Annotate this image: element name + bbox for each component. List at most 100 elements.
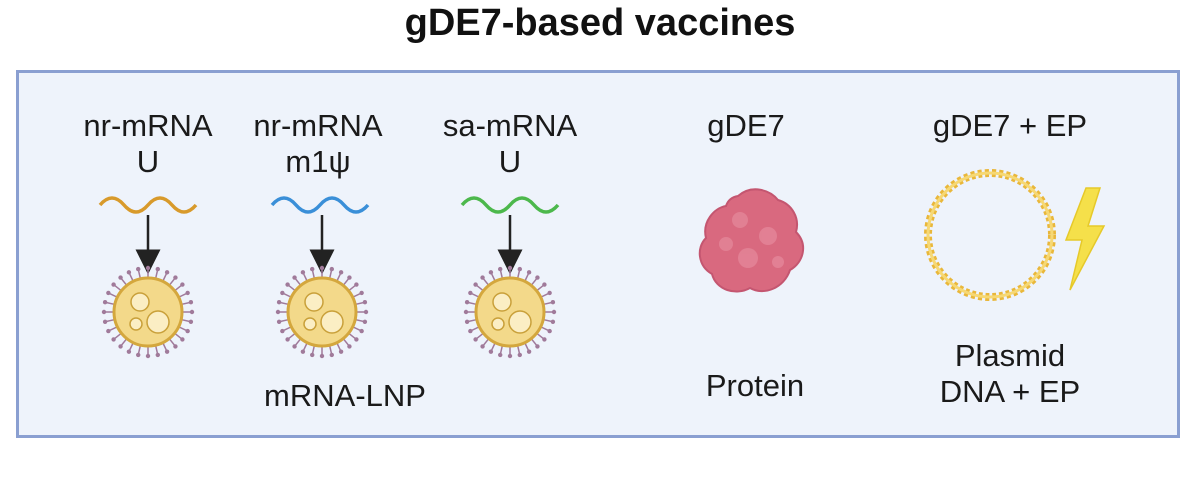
column-2-label-line1: nr-mRNA bbox=[253, 108, 383, 143]
lnp-spike-tip bbox=[276, 300, 282, 305]
lnp-spike-tip bbox=[473, 337, 478, 342]
lnp-spike-tip bbox=[173, 275, 178, 280]
lnp-spike-tip bbox=[101, 309, 107, 315]
lnp-spike-tip bbox=[526, 270, 532, 275]
lnp-spike-tip bbox=[118, 344, 123, 349]
lnp-spike-tip bbox=[347, 275, 352, 280]
lnp-spike-tip bbox=[535, 275, 540, 280]
lnp-spike-tip bbox=[173, 344, 178, 349]
lnp-spike-tip bbox=[468, 290, 473, 296]
lnp-spike-tip bbox=[126, 349, 132, 354]
lnp-particle-1 bbox=[101, 265, 195, 359]
lnp-spike-tip bbox=[473, 282, 478, 287]
lnp-spike-tip bbox=[102, 300, 108, 305]
lnp-spike-tip bbox=[362, 300, 368, 305]
lnp-spike-tip bbox=[300, 349, 306, 354]
plasmid-label-line2: DNA + EP bbox=[939, 374, 1081, 409]
lnp-spike-tip bbox=[292, 275, 297, 280]
mrna-wave-1 bbox=[98, 196, 198, 214]
lnp-spike-tip bbox=[347, 344, 352, 349]
column-1-label-line1: nr-mRNA bbox=[83, 108, 213, 143]
lnp-spike-tip bbox=[535, 344, 540, 349]
lnp-spike-tip bbox=[507, 353, 513, 359]
lnp-spike-tip bbox=[542, 282, 547, 287]
lnp-spike-tip bbox=[363, 309, 369, 315]
lnp-spike-tip bbox=[480, 344, 485, 349]
plasmid-label: Plasmid DNA + EP bbox=[890, 338, 1130, 410]
lnp-spike-tip bbox=[338, 349, 344, 354]
lnp-spike-tip bbox=[319, 265, 325, 271]
lnp-spike-tip bbox=[464, 300, 470, 305]
lnp-spike-tip bbox=[517, 352, 522, 358]
protein-texture bbox=[719, 212, 784, 268]
lnp-spike-tip bbox=[551, 309, 557, 315]
lnp-spike-tip bbox=[300, 270, 306, 275]
lnp-spike-tip bbox=[550, 319, 556, 324]
lnp-spike-tip bbox=[463, 309, 469, 315]
lnp-spike-tip bbox=[507, 265, 513, 271]
lnp-spike-tip bbox=[136, 352, 141, 358]
lnp-spike-tip bbox=[359, 290, 364, 296]
lnp-spike-tip bbox=[285, 282, 290, 287]
lnp-spike-tip bbox=[354, 282, 359, 287]
lnp-spike-tip bbox=[155, 352, 160, 358]
vaccine-panel bbox=[16, 70, 1180, 438]
lnp-spike-tip bbox=[180, 337, 185, 342]
column-1-label: nr-mRNA U bbox=[48, 108, 248, 180]
lnp-spike-tip bbox=[292, 344, 297, 349]
lnp-spike-tip bbox=[310, 352, 315, 358]
lnp-spike-tip bbox=[488, 349, 494, 354]
lnp-spike-tip bbox=[275, 309, 281, 315]
lnp-spike-tip bbox=[338, 270, 344, 275]
lnp-spike-tip bbox=[126, 270, 132, 275]
lnp-spike-tip bbox=[188, 319, 194, 324]
lnp-particle-2 bbox=[275, 265, 369, 359]
plasmid-icon bbox=[924, 169, 1056, 301]
lnp-spike-tip bbox=[488, 270, 494, 275]
protein-header: gDE7 bbox=[707, 108, 785, 143]
lnp-spike-tip bbox=[354, 337, 359, 342]
lnp-spike-tip bbox=[464, 319, 470, 324]
lnp-spike-tip bbox=[280, 290, 285, 296]
lnp-spike-tip bbox=[106, 328, 111, 334]
lnp-spike-tip bbox=[164, 270, 170, 275]
lnp-spike-tip bbox=[102, 319, 108, 324]
lnp-spike-tip bbox=[164, 349, 170, 354]
column-3-label: sa-mRNA U bbox=[410, 108, 610, 180]
lnp-spike-tip bbox=[145, 353, 151, 359]
column-1-label-line2: U bbox=[136, 144, 160, 179]
lnp-spike-tip bbox=[145, 265, 151, 271]
lnp-spike-tip bbox=[155, 266, 160, 272]
lnp-spike-tip bbox=[180, 282, 185, 287]
lnp-particle-3 bbox=[463, 265, 557, 359]
mrna-lnp-label: mRNA-LNP bbox=[264, 378, 426, 413]
lnp-spike-tip bbox=[189, 309, 195, 315]
lnp-spike-tip bbox=[550, 300, 556, 305]
lnp-spike-tip bbox=[280, 328, 285, 334]
lnp-spike-tip bbox=[468, 328, 473, 334]
lnp-spike-tip bbox=[359, 328, 364, 334]
lnp-spike-tip bbox=[498, 352, 503, 358]
column-3-label-line1: sa-mRNA bbox=[442, 108, 578, 143]
column-2-label-line2: m1ψ bbox=[285, 144, 351, 179]
lnp-spike-tip bbox=[188, 300, 194, 305]
lnp-spike-tip bbox=[498, 266, 503, 272]
page-title: gDE7-based vaccines bbox=[404, 2, 796, 44]
lnp-spike-tip bbox=[547, 328, 552, 334]
protein-label: Protein bbox=[705, 368, 805, 403]
column-3-label-line2: U bbox=[498, 144, 522, 179]
column-2-label: nr-mRNA m1ψ bbox=[218, 108, 418, 180]
lnp-spike-tip bbox=[517, 266, 522, 272]
plasmid-header: gDE7 + EP bbox=[932, 108, 1088, 143]
lnp-spike-tip bbox=[319, 353, 325, 359]
lnp-spike-tip bbox=[526, 349, 532, 354]
lnp-spike-tip bbox=[285, 337, 290, 342]
lnp-spike-tip bbox=[310, 266, 315, 272]
lnp-spike-tip bbox=[542, 337, 547, 342]
mrna-wave-2 bbox=[270, 196, 370, 214]
lnp-spike-tip bbox=[185, 328, 190, 334]
lnp-spike-tip bbox=[185, 290, 190, 296]
lnp-spike-tip bbox=[329, 266, 334, 272]
lnp-spike-tip bbox=[106, 290, 111, 296]
